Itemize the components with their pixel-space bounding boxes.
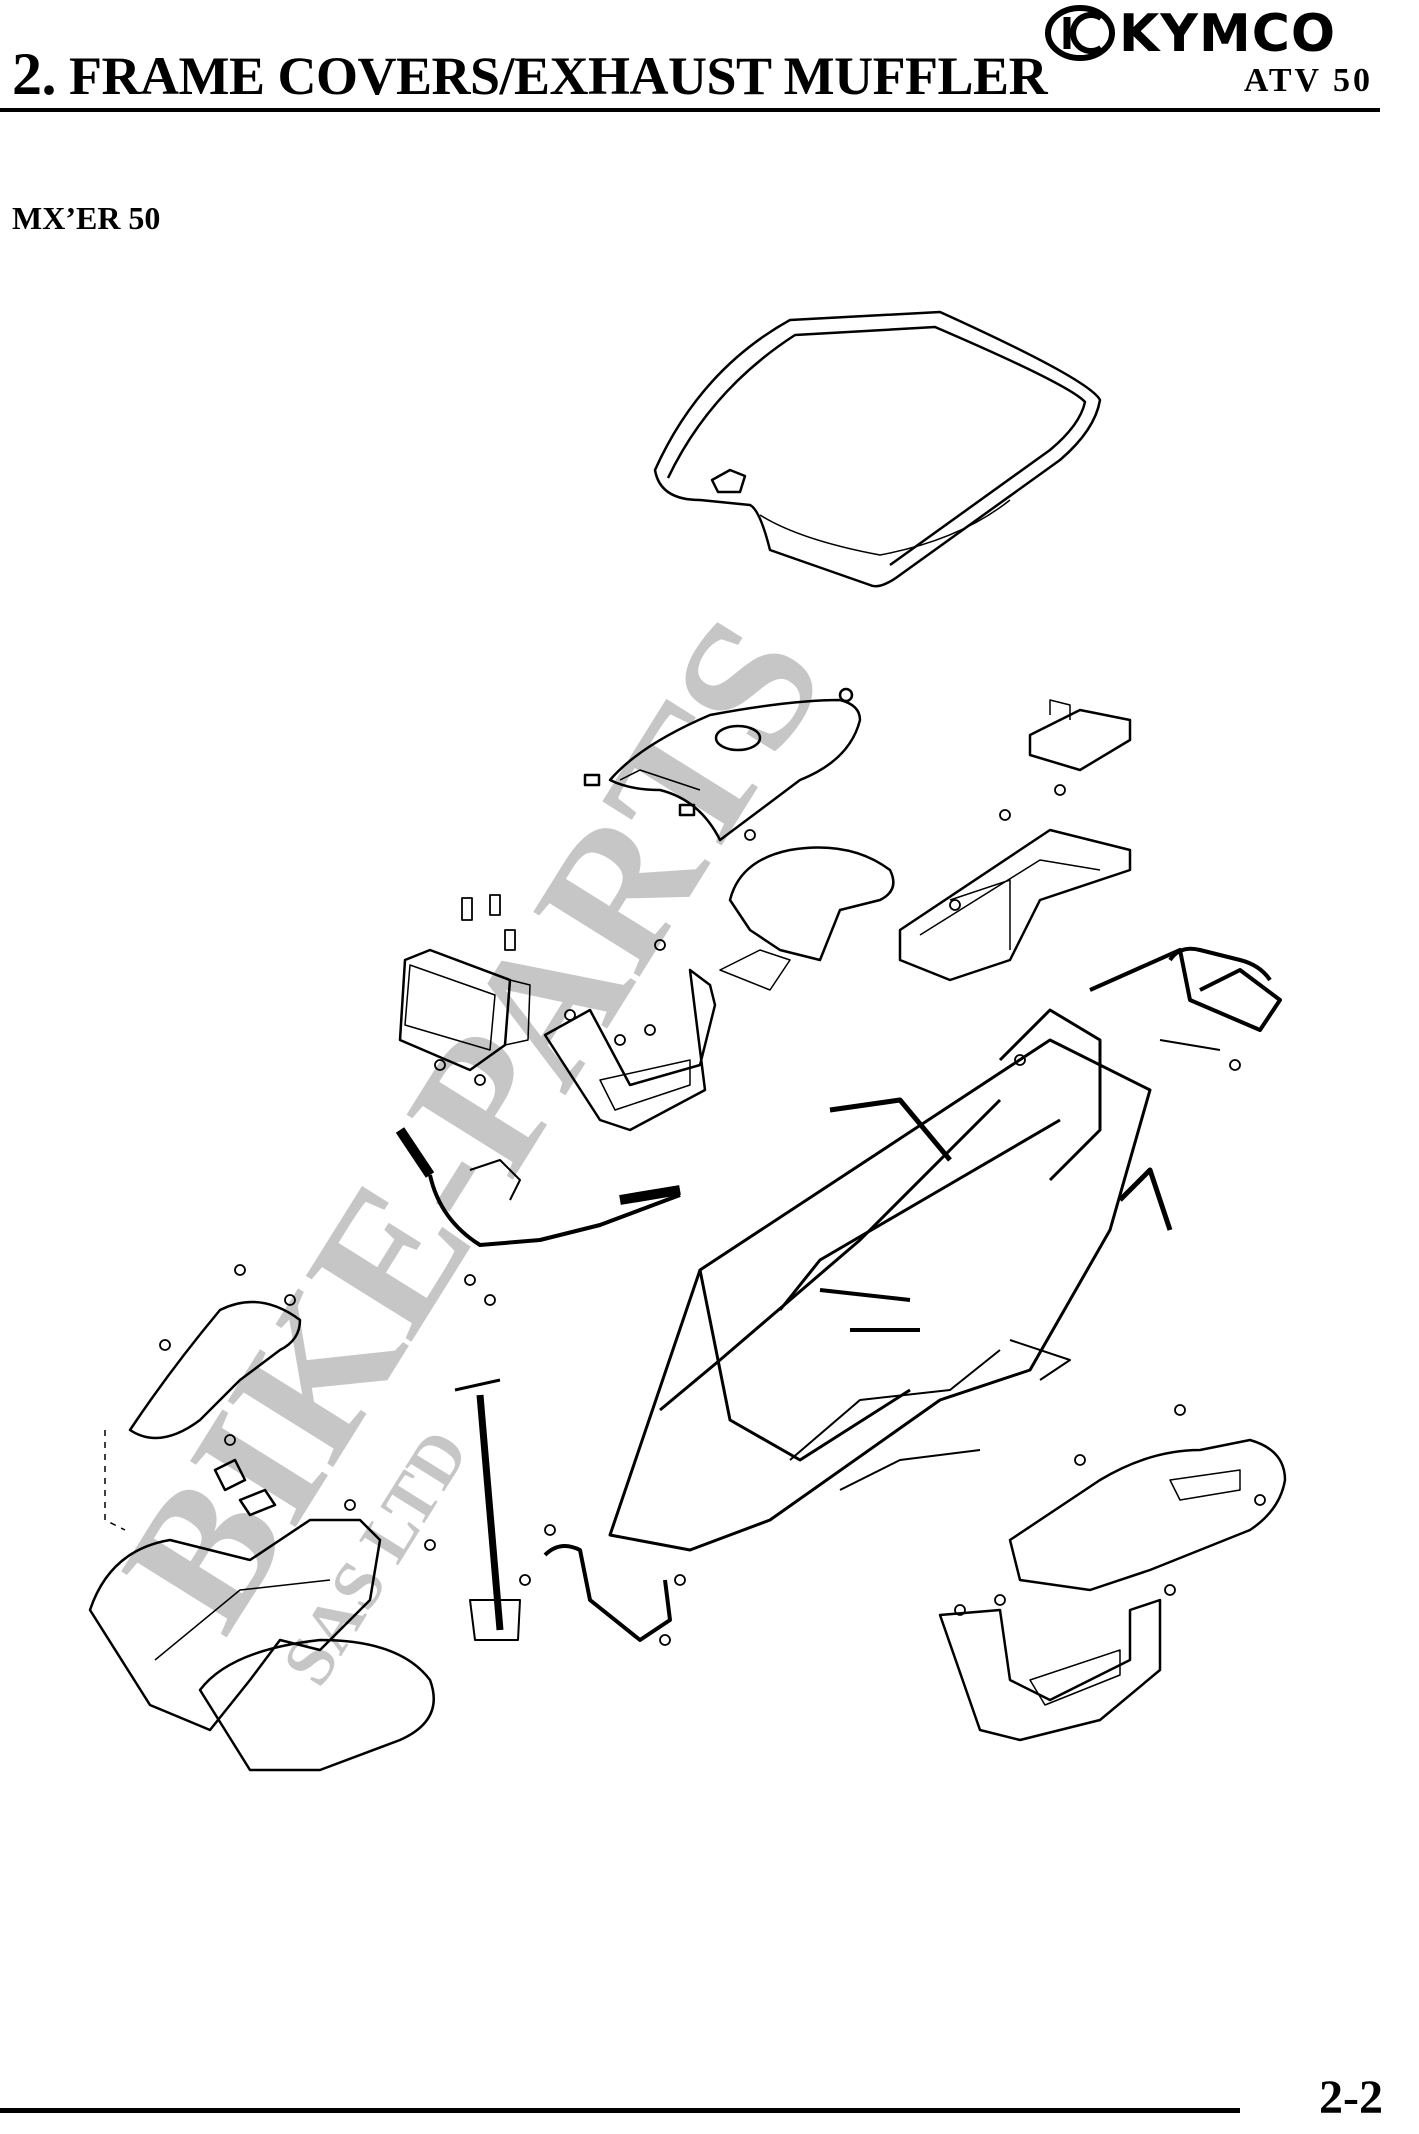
rear-fender-part xyxy=(583,687,862,842)
front-body-cover-part xyxy=(88,1458,435,1772)
tool-tray-part xyxy=(1028,699,1132,772)
model-label: MX’ER 50 xyxy=(12,200,161,236)
watermark: BIKE-PARTS SAS LTD xyxy=(83,584,865,1699)
rear-rack-part xyxy=(1089,946,1282,1051)
section-title: 2. FRAME COVERS/EXHAUST MUFFLER xyxy=(12,40,1048,109)
exploded-parts-diagram: BIKE-PARTS SAS LTD xyxy=(83,310,1287,1772)
front-fender-part xyxy=(104,1300,302,1531)
header-rule xyxy=(0,108,1380,112)
fastener-screws xyxy=(159,784,1266,1646)
seat-part xyxy=(653,310,1102,588)
brand-logo: KYMCO xyxy=(1045,4,1375,64)
side-cover-part xyxy=(1008,1438,1287,1592)
page-header: 2. FRAME COVERS/EXHAUST MUFFLER KYMCO AT… xyxy=(0,0,1419,115)
front-bumper-part xyxy=(543,1544,672,1642)
headlight-part xyxy=(398,894,531,1072)
frame-part xyxy=(608,1008,1173,1552)
rear-inner-fender-part xyxy=(719,846,895,991)
footer-rule xyxy=(0,2108,1240,2113)
handlebar-part xyxy=(395,1127,681,1247)
footrest-right-part xyxy=(938,1598,1162,1742)
watermark-text: BIKE-PARTS xyxy=(83,584,865,1663)
battery-box-part xyxy=(898,828,1132,982)
brand-name: KYMCO xyxy=(1119,4,1337,64)
steering-column-part xyxy=(454,1378,521,1641)
front-inner-fender-part xyxy=(543,968,717,1132)
brand-logo-mark-icon xyxy=(1045,5,1115,61)
model-code: ATV 50 xyxy=(1243,62,1373,99)
section-number: 2. xyxy=(12,41,57,107)
page-number: 2-2 xyxy=(1319,2071,1383,2124)
section-title-text: FRAME COVERS/EXHAUST MUFFLER xyxy=(69,46,1048,106)
